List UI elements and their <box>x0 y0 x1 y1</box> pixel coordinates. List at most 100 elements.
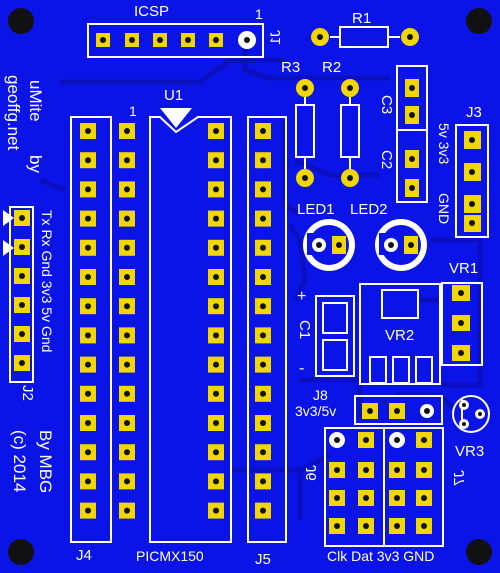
header-hole <box>213 361 219 368</box>
mount-hole <box>466 539 492 565</box>
j2-arrow-rx <box>3 240 14 256</box>
j8-label: J8 <box>313 387 328 403</box>
j7-hole <box>421 495 427 501</box>
r1-hole <box>407 34 413 40</box>
u1-outline <box>149 116 232 543</box>
site-label: geoffg.net <box>4 75 23 151</box>
vr2-pin <box>369 356 387 384</box>
r3-label: R3 <box>281 59 301 76</box>
icsp-hole <box>100 37 106 43</box>
j8-hole <box>424 408 430 414</box>
header-hole <box>213 128 219 134</box>
header-hole <box>124 361 130 368</box>
icsp-hole <box>157 37 163 43</box>
header-hole <box>260 449 266 456</box>
header-hole <box>124 244 130 251</box>
j7-hole <box>394 437 400 443</box>
trace <box>430 237 483 388</box>
j3-outline <box>455 124 489 238</box>
r3-hole <box>302 175 308 181</box>
j2-hole <box>19 273 25 279</box>
by-label: by <box>26 155 45 173</box>
header-hole <box>213 420 219 426</box>
led2-hole <box>408 242 414 248</box>
j3-hole <box>469 137 475 143</box>
header-hole <box>260 215 266 222</box>
icsp-pin1-hole <box>244 37 250 43</box>
vr3-hole <box>478 412 482 416</box>
header-hole <box>260 420 266 426</box>
header-hole <box>124 157 130 164</box>
bottom-pins-label: Clk Dat 3v3 GND <box>327 548 435 564</box>
u1-label: U1 <box>164 87 184 104</box>
c3-hole <box>409 112 415 118</box>
header-hole <box>124 507 130 514</box>
led1-label: LED1 <box>297 201 335 218</box>
led1-hole <box>316 242 322 248</box>
j5-label: J5 <box>255 551 271 568</box>
trace <box>39 177 66 193</box>
icsp-hole <box>185 37 191 43</box>
vr1-hole <box>458 320 464 326</box>
vr1-label: VR1 <box>449 260 479 277</box>
j6-hole <box>363 495 369 501</box>
header-hole <box>260 274 266 280</box>
icsp-label: ICSP <box>134 3 170 20</box>
header-hole <box>124 274 130 280</box>
j7-hole <box>421 437 427 443</box>
j3-hole <box>469 169 475 175</box>
header-hole <box>213 390 219 397</box>
header-hole <box>124 390 130 397</box>
vr1-hole <box>458 290 464 296</box>
header-hole <box>85 215 91 222</box>
led1-hole <box>336 242 342 248</box>
j6-hole <box>334 437 340 443</box>
header-hole <box>85 274 91 280</box>
header-hole <box>213 507 219 514</box>
header-hole <box>213 274 219 280</box>
icsp-hole <box>213 37 219 43</box>
header-hole <box>85 157 91 164</box>
header-hole <box>260 390 266 397</box>
header-hole <box>260 303 266 310</box>
vr3-label: VR3 <box>455 443 485 460</box>
header-hole <box>85 361 91 368</box>
c1-label: C1 <box>296 320 313 340</box>
j6-hole <box>334 467 340 473</box>
header-hole <box>85 507 91 514</box>
title-label: uMite <box>26 80 45 122</box>
vr2-pin <box>392 356 410 384</box>
j7-hole <box>394 495 400 501</box>
j7-hole <box>394 523 400 529</box>
u1-pin1-label: 1 <box>129 103 137 119</box>
r1-body <box>339 26 389 48</box>
c3-label: C3 <box>378 95 395 115</box>
copyright-label: (c) 2014 <box>10 430 29 493</box>
j2-outline <box>9 206 34 383</box>
header-hole <box>260 244 266 251</box>
vr1-hole <box>458 350 464 356</box>
j6-hole <box>334 523 340 529</box>
j2-hole <box>19 331 25 337</box>
led2-hole <box>388 242 394 248</box>
j2-hole <box>19 244 25 250</box>
header-hole <box>85 449 91 456</box>
r2-label: R2 <box>322 59 342 76</box>
c1-outline <box>315 295 355 377</box>
j8-hole <box>367 408 373 414</box>
j2-hole <box>19 360 25 366</box>
j4-label: J4 <box>76 547 92 564</box>
icsp-pin1-label: 1 <box>255 6 263 22</box>
header-hole <box>124 332 130 339</box>
header-hole <box>124 215 130 222</box>
r2-hole <box>347 175 353 181</box>
header-hole <box>124 128 130 134</box>
vr2-pin <box>415 356 433 384</box>
u1-notch <box>160 108 192 128</box>
j6-label: J6 <box>303 465 320 481</box>
header-hole <box>213 449 219 456</box>
vr3-outline <box>452 395 490 433</box>
vr3-hole <box>462 403 466 407</box>
header-hole <box>85 390 91 397</box>
header-hole <box>213 303 219 310</box>
